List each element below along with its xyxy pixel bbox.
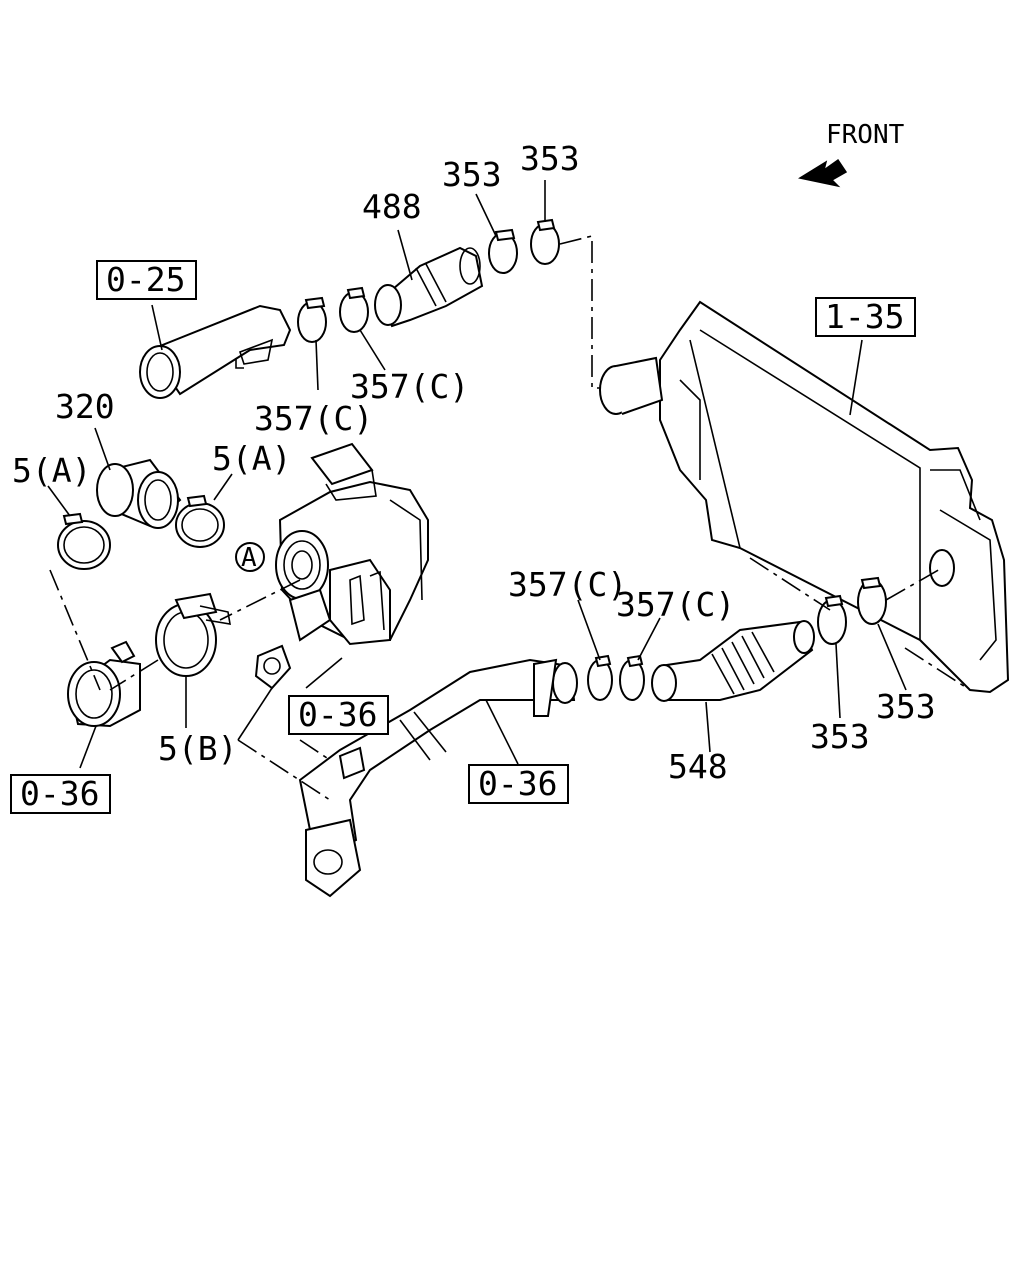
callout-a-label: A (241, 543, 257, 573)
ref-0-25-label: 0-25 (106, 260, 185, 299)
hose-548 (651, 620, 815, 702)
leader-dashes (49, 557, 971, 801)
callout-a: A (235, 542, 265, 573)
label-353-b: 353 (520, 139, 580, 178)
label-357c-a: 357(C) (254, 399, 373, 438)
label-5a-left: 5(A) (12, 451, 91, 490)
label-488: 488 (362, 187, 422, 226)
ref-0-36-lower-label: 0-36 (478, 764, 557, 803)
turbocharger (275, 442, 429, 646)
clamps-top (297, 218, 560, 343)
label-357c-b: 357(C) (350, 367, 469, 406)
intercooler (599, 300, 1010, 694)
ref-1-35-label: 1-35 (825, 297, 904, 336)
clamps-right (817, 576, 887, 645)
gasket (254, 644, 292, 690)
ref-box-0-36-lower[interactable]: 0-36 (468, 764, 569, 804)
front-arrow-icon (798, 158, 848, 188)
pipe-0-25 (139, 304, 292, 399)
part-labels: 488 353 353 357(C) 357(C) 320 5(A) 5(A) … (12, 139, 936, 786)
label-357c-d: 357(C) (616, 585, 735, 624)
label-320: 320 (55, 387, 115, 426)
ref-box-0-36-center[interactable]: 0-36 (288, 695, 389, 735)
clamp-5b (155, 592, 231, 677)
clamps-5a (57, 494, 225, 570)
leader-dash-top (559, 234, 600, 389)
label-353-d: 353 (876, 687, 936, 726)
part-320 (96, 458, 182, 529)
clamps-lower (587, 654, 645, 701)
hose-488 (374, 246, 484, 328)
ref-0-36-left-label: 0-36 (20, 774, 99, 813)
pipe-0-36-left (67, 640, 141, 728)
leader-lines (47, 180, 907, 769)
ref-box-1-35[interactable]: 1-35 (815, 297, 916, 337)
front-label: FRONT (826, 120, 905, 150)
front-indicator: FRONT (798, 120, 905, 188)
label-548: 548 (668, 747, 728, 786)
ref-box-0-36-left[interactable]: 0-36 (10, 774, 111, 814)
label-353-c: 353 (810, 717, 870, 756)
label-353-a: 353 (442, 155, 502, 194)
label-5b: 5(B) (158, 729, 237, 768)
label-5a-right: 5(A) (212, 439, 291, 478)
ref-0-36-center-label: 0-36 (298, 695, 377, 734)
label-357c-c: 357(C) (508, 565, 627, 604)
ref-box-0-25[interactable]: 0-25 (96, 260, 197, 300)
pipe-0-36-lower (298, 658, 578, 898)
